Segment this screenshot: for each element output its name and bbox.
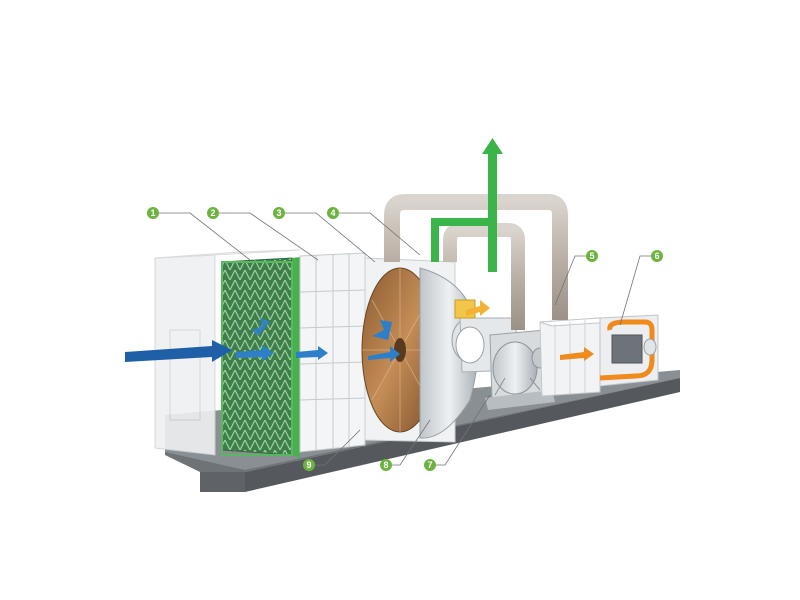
callout-4: 4 [327,207,339,219]
callout-2: 2 [207,207,219,219]
callout-7: 7 [424,459,436,471]
hot-airflow-arrows [466,300,594,361]
callout-6: 6 [651,250,663,262]
exhaust-duct [384,194,568,330]
heater-unit [599,314,659,387]
callout-3: 3 [273,207,285,219]
svg-text:7: 7 [427,460,432,470]
svg-text:8: 8 [383,460,388,470]
callouts: 1 2 3 4 5 6 7 8 [147,207,663,471]
filter-grid [299,252,366,453]
svg-text:4: 4 [330,208,335,218]
svg-text:3: 3 [276,208,281,218]
svg-text:5: 5 [589,251,594,261]
callout-9: 9 [303,459,315,471]
blower-motor [485,329,555,410]
pre-filter-panel [221,257,300,458]
svg-text:6: 6 [654,251,659,261]
callout-8: 8 [380,459,392,471]
callout-5: 5 [586,250,598,262]
svg-text:2: 2 [210,208,215,218]
svg-text:9: 9 [306,460,311,470]
intake-airflow-arrows [125,318,400,362]
callout-1: 1 [147,207,159,219]
exhaust-airflow-arrow [431,138,503,272]
svg-text:1: 1 [150,208,155,218]
